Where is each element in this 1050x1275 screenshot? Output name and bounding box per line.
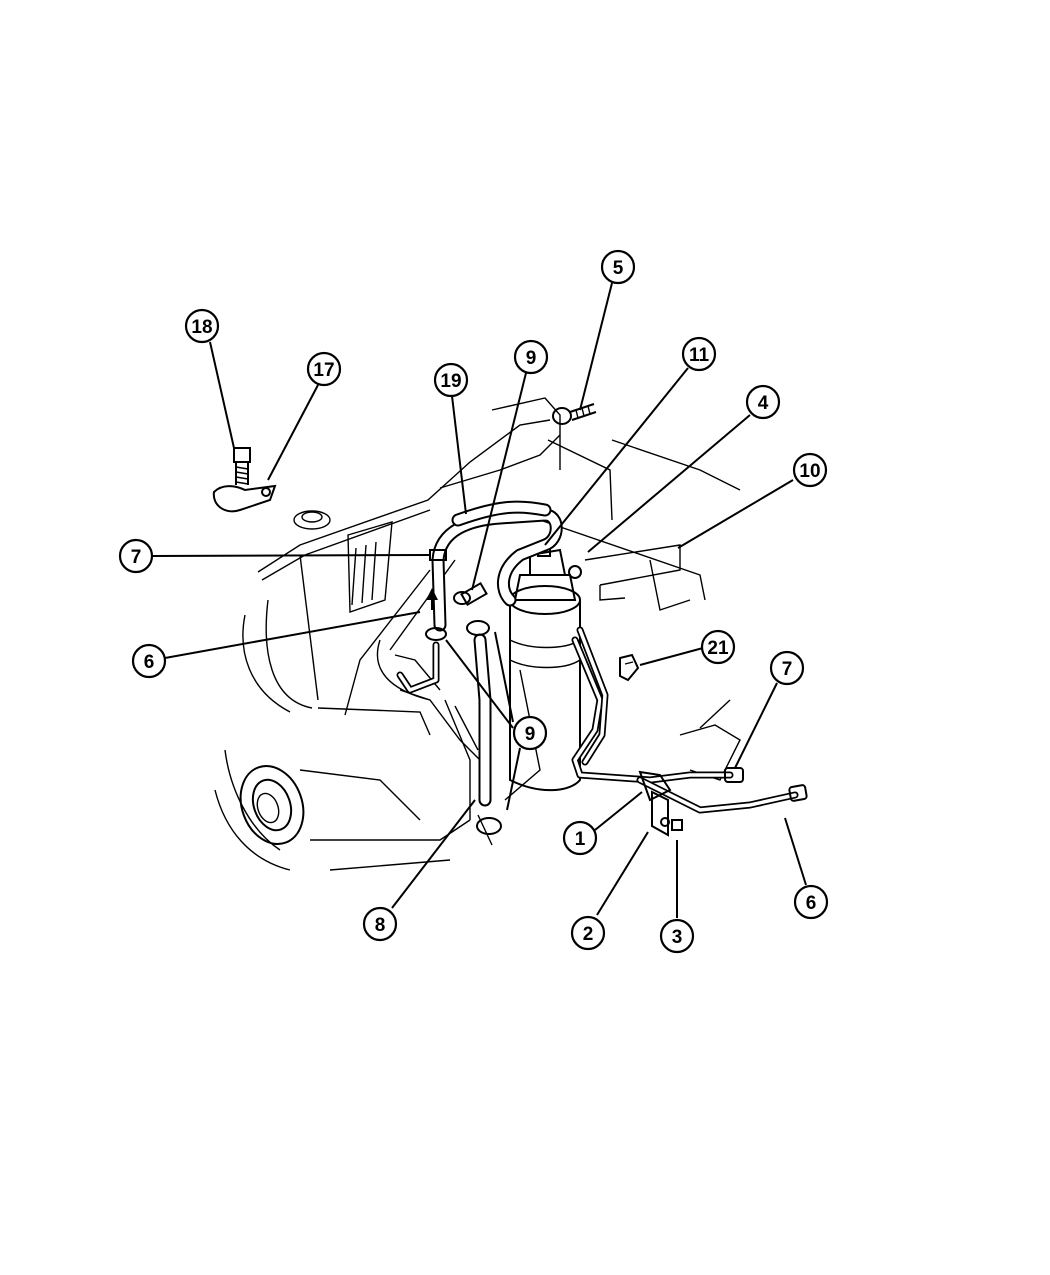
- engine-compartment-outline: [214, 397, 741, 871]
- clamp-and-bolt-detail: [212, 447, 277, 513]
- callout-label: 7: [131, 547, 142, 568]
- callout-6-left: 6: [131, 643, 167, 679]
- callout-label: 18: [191, 317, 212, 338]
- callout-17: 17: [306, 351, 342, 387]
- drain-hose: [396, 620, 502, 846]
- callout-6-right: 6: [793, 884, 829, 920]
- callout-9-lower: 9: [512, 715, 548, 751]
- callout-7-left: 7: [118, 538, 154, 574]
- callout-4: 4: [745, 384, 781, 420]
- callout-label: 6: [806, 893, 817, 914]
- callout-10: 10: [792, 452, 828, 488]
- callout-7-right: 7: [769, 650, 805, 686]
- callout-3: 3: [659, 918, 695, 954]
- callout-21: 21: [700, 629, 736, 665]
- callout-label: 2: [583, 924, 594, 945]
- tube-bracket: [638, 770, 683, 837]
- callout-label: 1: [575, 829, 586, 850]
- callout-label: 19: [440, 371, 461, 392]
- refrigerant-tube-assembly: [571, 626, 808, 814]
- callout-11: 11: [681, 336, 717, 372]
- callout-label: 9: [526, 348, 537, 369]
- callout-label: 11: [689, 345, 710, 366]
- callout-label: 6: [144, 652, 155, 673]
- callout-label: 17: [313, 360, 334, 381]
- callout-label: 5: [613, 258, 624, 279]
- callout-label: 10: [799, 461, 820, 482]
- callout-19: 19: [433, 362, 469, 398]
- callout-label: 21: [707, 638, 729, 659]
- callout-5: 5: [600, 249, 636, 285]
- suction-hose-assembly: [426, 500, 563, 632]
- accumulator-canister: [509, 541, 582, 792]
- callout-label: 9: [525, 724, 536, 745]
- callout-label: 7: [782, 659, 793, 680]
- callout-2: 2: [570, 915, 606, 951]
- small-fasteners: [552, 403, 640, 682]
- callout-1: 1: [562, 820, 598, 856]
- callout-18: 18: [184, 308, 220, 344]
- callout-label: 8: [375, 915, 386, 936]
- leader-lines: [151, 282, 807, 918]
- callout-label: 4: [758, 393, 769, 414]
- callout-label: 3: [672, 927, 683, 948]
- callout-8: 8: [362, 906, 398, 942]
- callout-9-top: 9: [513, 339, 549, 375]
